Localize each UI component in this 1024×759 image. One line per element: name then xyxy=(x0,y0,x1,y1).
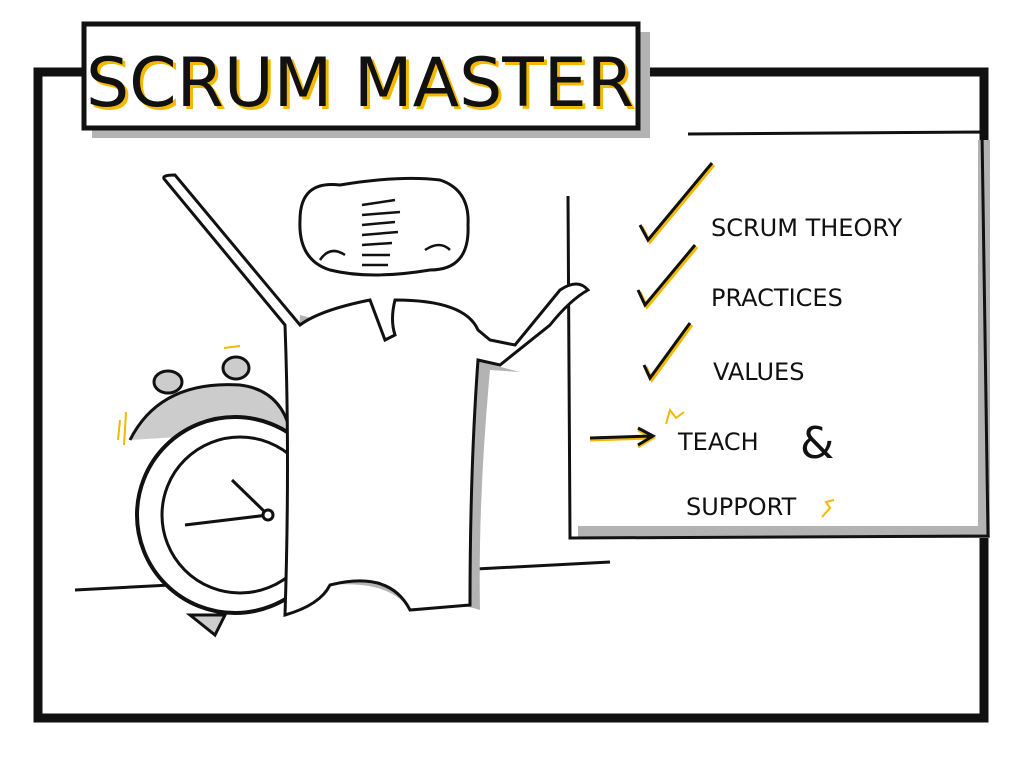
list-item-practices: PRACTICES xyxy=(711,284,843,312)
sparkle-icon xyxy=(665,407,685,425)
check-icon xyxy=(636,244,699,310)
check-icon xyxy=(642,322,694,383)
list-item-support: SUPPORT xyxy=(686,493,797,521)
sparkle-icon xyxy=(821,499,835,518)
page-title: SCRUM MASTER xyxy=(86,44,634,123)
title-box: SCRUM MASTER xyxy=(81,21,650,138)
check-icon xyxy=(638,162,716,245)
arrow-right-icon xyxy=(589,426,657,449)
ampersand: & xyxy=(800,418,834,469)
whiteboard xyxy=(566,130,990,540)
list-item-scrum-theory: SCRUM THEORY xyxy=(711,214,902,242)
list-item-teach: TEACH xyxy=(677,428,759,456)
alarm-clock xyxy=(117,345,335,638)
list-item-values: VALUES xyxy=(713,358,804,386)
board-list: SCRUM THEORY PRACTICES VALUES TEACH & SU… xyxy=(589,162,902,521)
character xyxy=(162,173,591,618)
